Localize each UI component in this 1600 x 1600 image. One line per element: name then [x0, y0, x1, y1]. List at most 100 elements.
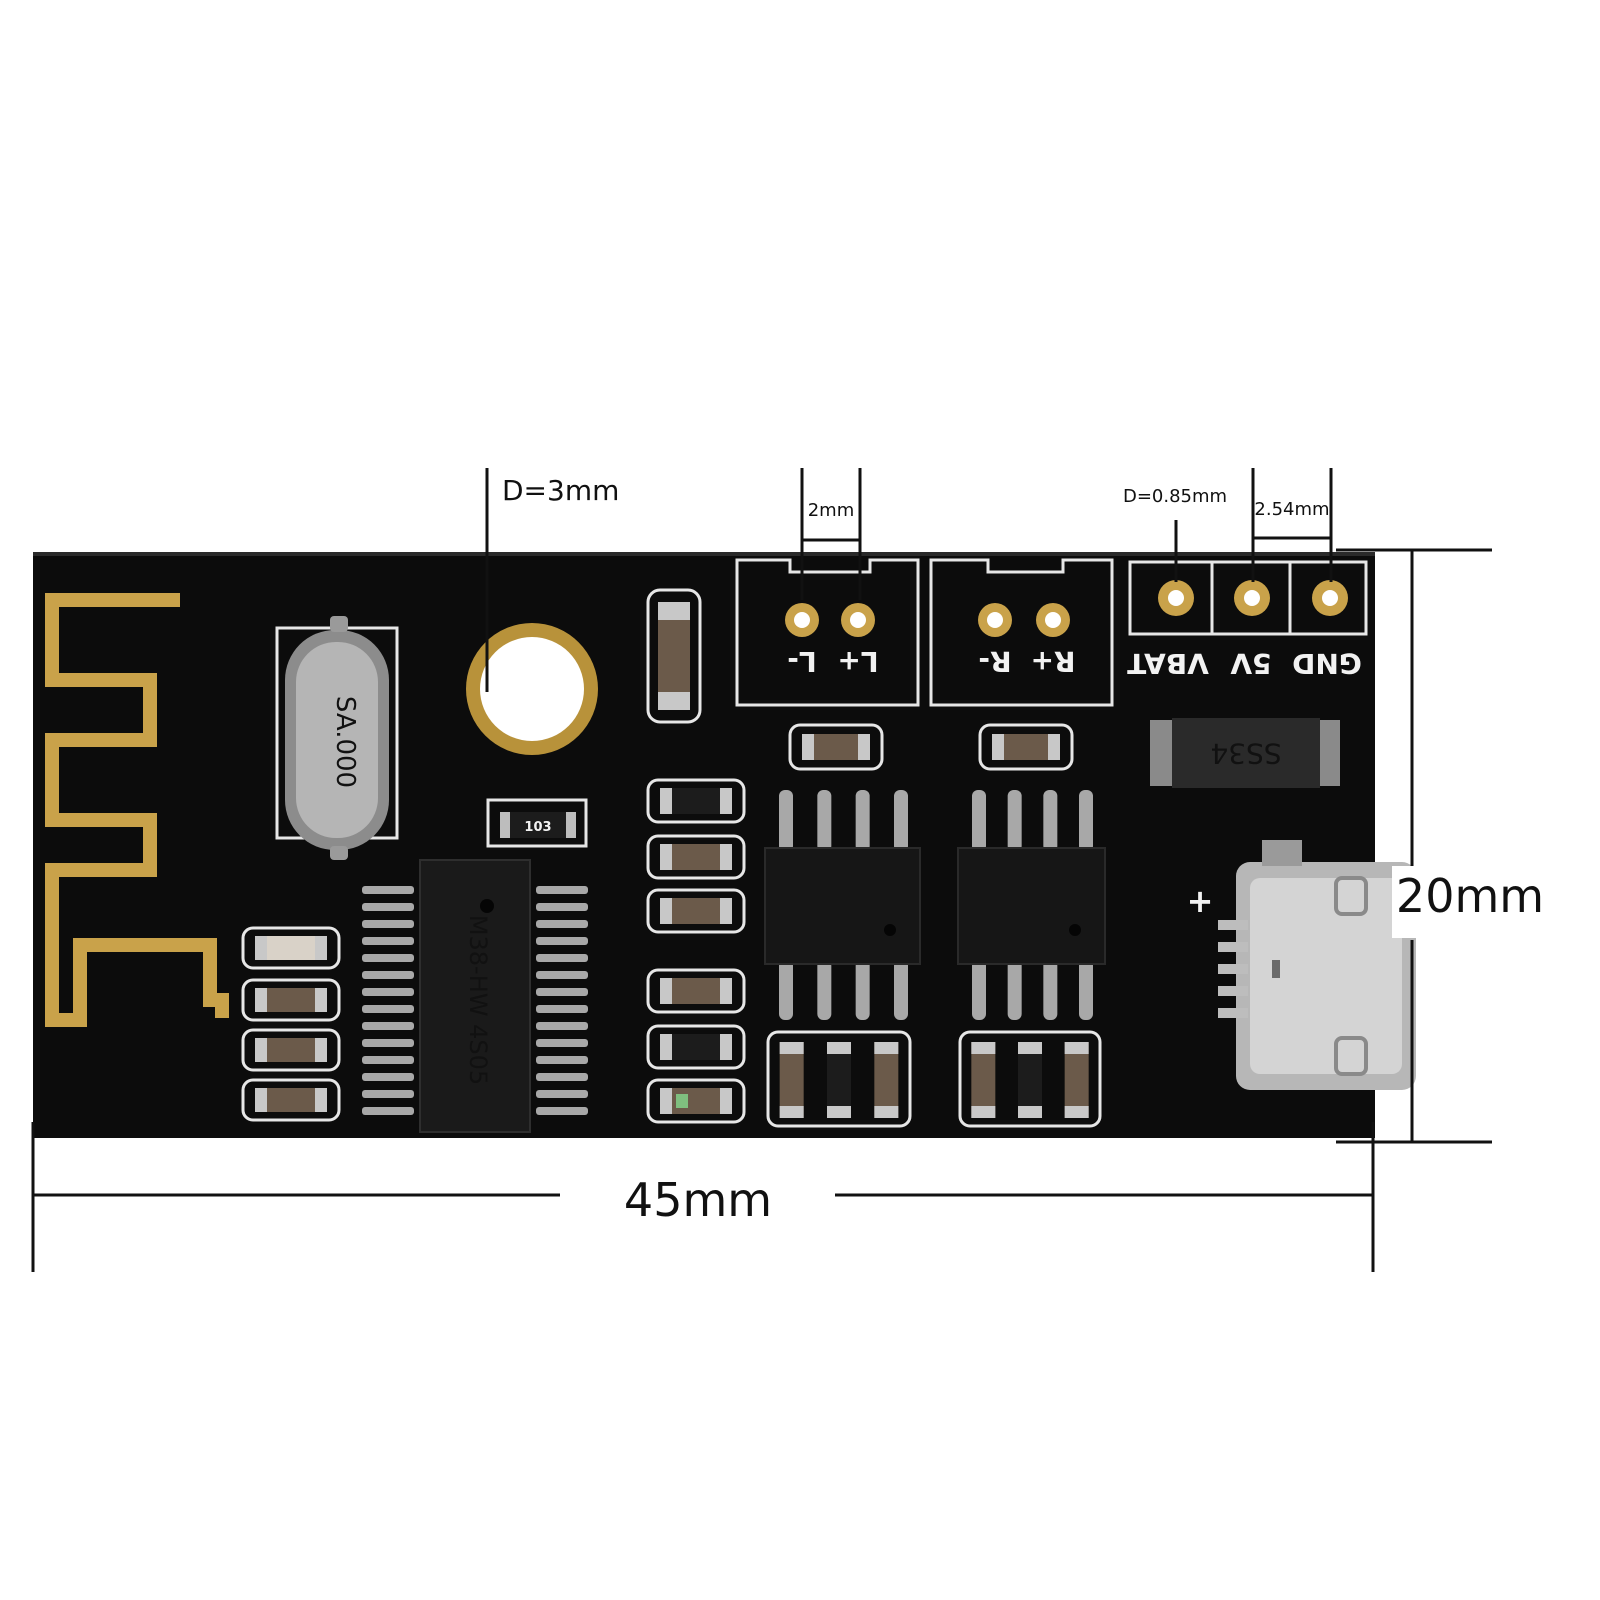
- ic-pin: [536, 886, 588, 894]
- micro-usb-connector: +: [1187, 840, 1416, 1090]
- vertical-capacitor: [646, 588, 702, 724]
- passive-outline: [646, 1024, 746, 1070]
- capacitor-bank-left: [241, 926, 341, 1122]
- usb-pin: [1218, 942, 1248, 952]
- ic-pin: [536, 1039, 588, 1047]
- label-hole-diameter: D=3mm: [502, 474, 619, 507]
- passive-outline: [646, 968, 746, 1014]
- amp-pin: [894, 960, 908, 1020]
- passive-outline: [646, 778, 746, 824]
- ic-pin: [536, 1005, 588, 1013]
- crystal-marking: SA.000: [330, 696, 360, 788]
- amp-pin: [1007, 960, 1022, 1020]
- passive-group-outline: [958, 1030, 1102, 1128]
- ic-pin: [536, 954, 588, 962]
- capacitor-outline: [241, 1078, 341, 1122]
- speaker-terminal-left: L- L+: [735, 558, 920, 707]
- power-pin-header: VBAT 5V GND: [1127, 560, 1368, 680]
- ic-pin: [362, 954, 414, 962]
- usb-pin: [1218, 986, 1248, 996]
- diode-ss34: SS34: [1150, 718, 1340, 788]
- speaker-terminal-right: R- R+: [929, 558, 1114, 707]
- ic-pin: [536, 903, 588, 911]
- resistor-1-marking: 103: [524, 820, 551, 835]
- amp-pin: [855, 790, 870, 852]
- passive-outline: [646, 834, 746, 880]
- label-pin-pitch: 2.54mm: [1254, 499, 1329, 520]
- passive: [971, 1042, 996, 1118]
- amp-pin: [972, 960, 986, 1020]
- label-left-plus: L+: [837, 645, 878, 678]
- amp-pin: [817, 960, 832, 1020]
- ic-pin: [536, 1090, 588, 1098]
- cap-above-amp-right: [978, 723, 1074, 771]
- amp-pin: [972, 790, 986, 852]
- antenna-trace: [45, 593, 229, 1027]
- amp-chip-body: [764, 847, 921, 965]
- amp-pin: [894, 790, 908, 852]
- ic-pin: [536, 1073, 588, 1081]
- label-plus: +: [1187, 882, 1214, 920]
- amp-pin: [855, 960, 870, 1020]
- ic-pin: [362, 971, 414, 979]
- mounting-hole: [466, 623, 598, 755]
- resistor-103: 103: [486, 798, 588, 848]
- cap-above-amp-left: [788, 723, 884, 771]
- amp-pin: [779, 790, 793, 852]
- passive-group-outline: [766, 1030, 912, 1128]
- passive: [1018, 1042, 1042, 1118]
- amp-pin: [1043, 960, 1058, 1020]
- amp-pin: [1007, 790, 1022, 852]
- main-ic: M38-HW 4S05: [362, 859, 588, 1133]
- ic-pin: [536, 1107, 588, 1115]
- label-vbat: VBAT: [1127, 647, 1209, 680]
- passive: [874, 1042, 899, 1118]
- passives-middle: [646, 778, 746, 1124]
- ic-pin: [536, 988, 588, 996]
- main-ic-marking: M38-HW 4S05: [464, 915, 492, 1085]
- usb-pin: [1218, 964, 1248, 974]
- amplifier-chips: [764, 790, 1106, 1020]
- ic-pin: [362, 1022, 414, 1030]
- label-height: 20mm: [1396, 869, 1544, 923]
- ic-pin: [362, 920, 414, 928]
- ic-pin: [362, 886, 414, 894]
- label-speaker-pitch: 2mm: [808, 500, 855, 521]
- amp-pin: [779, 960, 793, 1020]
- ic-pin: [362, 988, 414, 996]
- ic-pin: [536, 971, 588, 979]
- passive: [1064, 1042, 1089, 1118]
- label-gnd: GND: [1292, 647, 1362, 680]
- ic-pin: [362, 903, 414, 911]
- capacitor-outline: [241, 1028, 341, 1072]
- usb-pin: [1218, 1008, 1248, 1018]
- label-left-minus: L-: [787, 645, 816, 678]
- passive-outline: [646, 1078, 746, 1124]
- label-width: 45mm: [624, 1173, 772, 1227]
- led: [676, 1094, 688, 1108]
- label-pin-diameter: D=0.85mm: [1123, 486, 1227, 507]
- passives-bottom: [766, 1030, 1102, 1128]
- amp-pin: [1079, 960, 1093, 1020]
- ic-pin: [362, 1039, 414, 1047]
- ic-pin: [362, 1056, 414, 1064]
- label-right-plus: R+: [1030, 645, 1075, 678]
- ic-pin: [362, 1107, 414, 1115]
- passive: [779, 1042, 804, 1118]
- ic-pin: [362, 1090, 414, 1098]
- label-right-minus: R-: [978, 645, 1011, 678]
- amp-chip-body: [957, 847, 1106, 965]
- passive-outline: [646, 888, 746, 934]
- ic-pin: [362, 1073, 414, 1081]
- dimension-lines: [31, 468, 1492, 1272]
- ic-pin: [362, 1005, 414, 1013]
- label-5v: 5V: [1230, 647, 1271, 680]
- ic-pin: [362, 937, 414, 945]
- amp-pin: [1079, 790, 1093, 852]
- usb-pin: [1218, 920, 1248, 930]
- amp-pin: [1043, 790, 1058, 852]
- ic-pin: [536, 1056, 588, 1064]
- ic-pin: [536, 920, 588, 928]
